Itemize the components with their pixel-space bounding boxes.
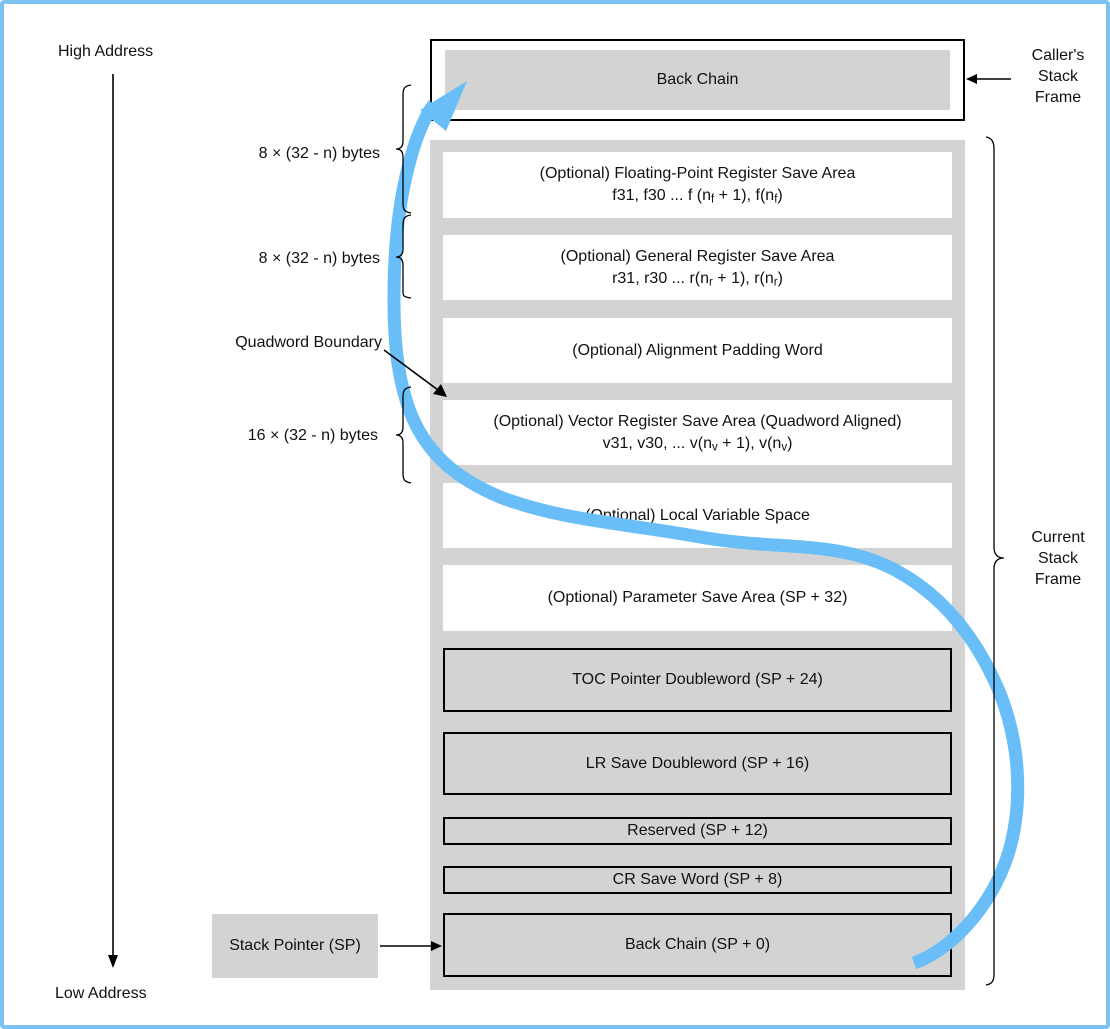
current-frame-container: (Optional) Floating-Point Register Save … xyxy=(430,140,965,990)
caller-back-chain-label: Back Chain xyxy=(656,71,739,88)
stack-pointer-label: Stack Pointer (SP) xyxy=(229,937,361,954)
current-frame-label: Current Stack Frame xyxy=(1031,529,1085,588)
quadword-boundary-label: Quadword Boundary xyxy=(235,334,382,351)
row-line: (Optional) Vector Register Save Area (Qu… xyxy=(493,412,902,430)
vr-size-brace xyxy=(395,386,412,484)
frame-row-lr-save: LR Save Doubleword (SP + 16) xyxy=(443,732,952,795)
callers-frame-box: Back Chain xyxy=(430,39,965,121)
callers-frame-arrow xyxy=(966,74,1011,84)
address-axis-arrow xyxy=(108,74,118,968)
gr-size-brace xyxy=(395,214,412,299)
vr-size-label: 16 × (32 - n) bytes xyxy=(247,427,378,444)
fp-size-label: 8 × (32 - n) bytes xyxy=(258,145,380,162)
row-line: v31, v30, ... v(nv + 1), v(nv) xyxy=(602,434,793,454)
current-frame-brace xyxy=(985,136,1005,986)
row-line: (Optional) Floating-Point Register Save … xyxy=(539,165,856,182)
row-line: Back Chain (SP + 0) xyxy=(624,936,771,953)
high-address-label: High Address xyxy=(58,43,154,60)
stack-pointer-box: Stack Pointer (SP) xyxy=(212,914,378,978)
row-line: f31, f30 ... f (nf + 1), f(nf) xyxy=(612,187,783,206)
row-line: TOC Pointer Doubleword (SP + 24) xyxy=(572,671,823,688)
frame-row-local-var: (Optional) Local Variable Space xyxy=(443,483,952,548)
frame-row-param-save: (Optional) Parameter Save Area (SP + 32) xyxy=(443,565,952,631)
frame-row-vr-save: (Optional) Vector Register Save Area (Qu… xyxy=(443,400,952,465)
frame-row-fp-save: (Optional) Floating-Point Register Save … xyxy=(443,152,952,218)
caller-back-chain-box: Back Chain xyxy=(445,50,950,110)
frame-row-gr-save: (Optional) General Register Save Area r3… xyxy=(443,235,952,300)
gr-size-label: 8 × (32 - n) bytes xyxy=(258,250,380,267)
callers-frame-label: Caller's Stack Frame xyxy=(1031,47,1085,106)
low-address-label: Low Address xyxy=(55,985,147,1002)
row-line: r31, r30 ... r(nr + 1), r(nr) xyxy=(612,269,783,289)
frame-row-back-chain: Back Chain (SP + 0) xyxy=(443,913,952,977)
frame-row-cr-save: CR Save Word (SP + 8) xyxy=(443,866,952,894)
row-line: (Optional) General Register Save Area xyxy=(560,247,835,265)
frame-row-reserved: Reserved (SP + 12) xyxy=(443,817,952,845)
frame-row-toc-pointer: TOC Pointer Doubleword (SP + 24) xyxy=(443,648,952,712)
row-line: LR Save Doubleword (SP + 16) xyxy=(585,754,810,772)
row-line: CR Save Word (SP + 8) xyxy=(612,871,783,888)
row-line: (Optional) Alignment Padding Word xyxy=(572,341,823,359)
frame-row-align-pad: (Optional) Alignment Padding Word xyxy=(443,318,952,383)
row-line: (Optional) Local Variable Space xyxy=(585,506,810,524)
fp-size-brace xyxy=(395,84,412,214)
row-line: Reserved (SP + 12) xyxy=(627,822,768,839)
row-line: (Optional) Parameter Save Area (SP + 32) xyxy=(547,589,848,606)
